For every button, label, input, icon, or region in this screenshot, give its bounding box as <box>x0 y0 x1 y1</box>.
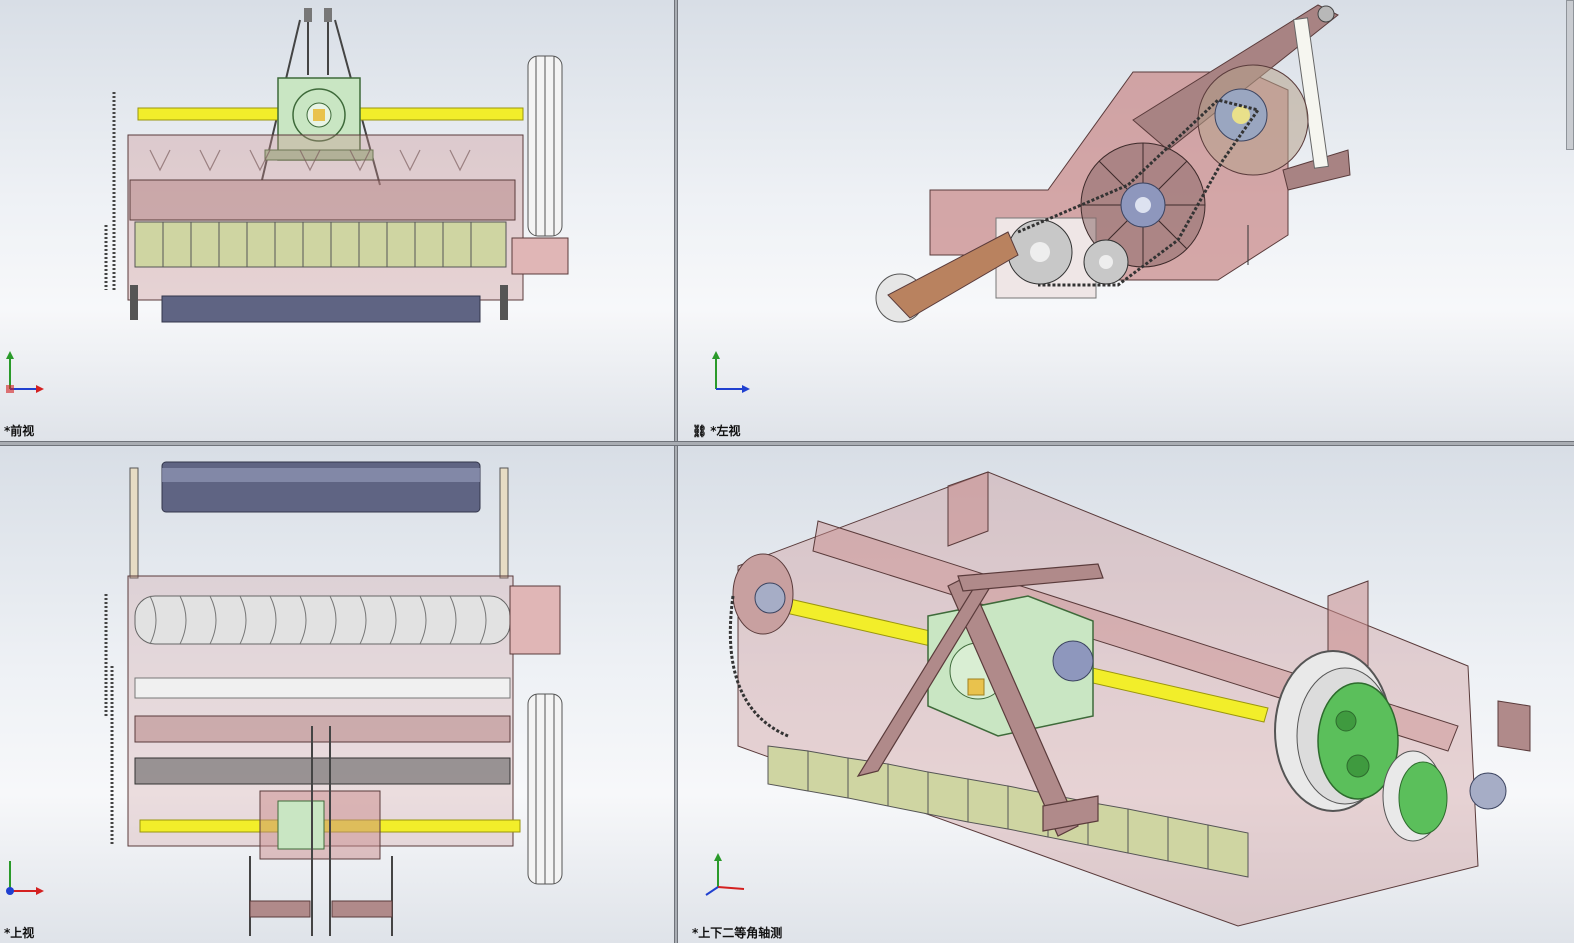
link-icon: ⛓ <box>692 424 708 438</box>
vertical-splitter[interactable] <box>674 0 678 943</box>
viewport-front[interactable]: *前视 <box>0 0 674 441</box>
viewport-label-left[interactable]: ⛓*左视 <box>692 424 741 438</box>
axis-triad-top <box>6 861 44 895</box>
viewport-label-isometric[interactable]: *上下二等角轴测 <box>692 926 783 940</box>
top-view-model[interactable] <box>0 446 674 943</box>
viewport-top[interactable]: *上视 <box>0 446 674 943</box>
left-view-model[interactable] <box>678 0 1574 441</box>
viewport-label-front[interactable]: *前视 <box>4 424 35 438</box>
vertical-scrollbar[interactable] <box>1566 0 1574 150</box>
axis-triad-isometric <box>705 853 745 896</box>
viewport-label-top[interactable]: *上视 <box>4 926 35 940</box>
axis-triad-front <box>6 351 44 393</box>
viewport-left[interactable]: ⛓*左视 <box>678 0 1574 441</box>
viewport-isometric[interactable]: *上下二等角轴测 <box>678 446 1574 943</box>
isometric-view-model[interactable] <box>678 446 1574 943</box>
horizontal-splitter[interactable] <box>0 441 1574 446</box>
front-view-model[interactable] <box>0 0 674 441</box>
axis-triad-left <box>712 351 750 393</box>
